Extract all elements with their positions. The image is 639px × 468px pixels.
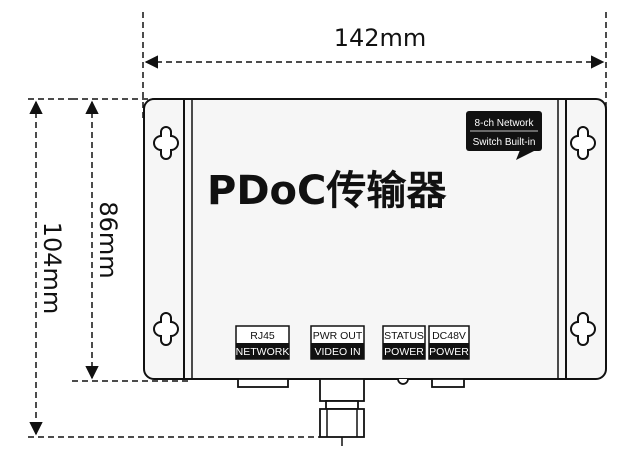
port-label-bottom: NETWORK (236, 346, 290, 358)
port-label-rj45: RJ45 NETWORK (235, 325, 290, 360)
feature-tag: 8-ch Network Switch Built-in (466, 111, 542, 160)
mount-slot-top-left (153, 126, 179, 160)
mount-slot-bottom-left (153, 312, 179, 346)
feature-tag-line1: 8-ch Network (475, 118, 535, 129)
status-led (397, 378, 409, 385)
port-label-bottom: POWER (384, 346, 424, 358)
height-outer-label: 104mm (38, 222, 66, 315)
height-inner-label: 86mm (94, 201, 122, 278)
device-body: PDoC传输器 8-ch Network Switch Built-in RJ4… (143, 98, 607, 380)
port-label-top: STATUS (384, 330, 424, 342)
width-label: 142mm (334, 24, 427, 52)
height-dimension-inner: 86mm (72, 98, 190, 382)
mount-slot-top-right (570, 126, 596, 160)
port-label-top: PWR OUT (313, 330, 363, 342)
port-label-status: STATUS POWER (382, 325, 426, 360)
feature-tag-line2: Switch Built-in (473, 137, 536, 148)
port-label-top: RJ45 (250, 330, 275, 342)
mount-slot-bottom-right (570, 312, 596, 346)
port-label-top: DC48V (432, 330, 466, 342)
bnc-connector (319, 378, 365, 446)
width-dimension: 142mm (142, 12, 607, 118)
height-dimension-outer: 104mm (28, 98, 320, 438)
rj45-connector (237, 378, 289, 388)
port-label-pwr-out: PWR OUT VIDEO IN (310, 325, 365, 360)
port-label-bottom: VIDEO IN (314, 346, 360, 358)
dc-power-jack (431, 378, 465, 388)
port-label-dc48v: DC48V POWER (428, 325, 470, 360)
port-label-bottom: POWER (429, 346, 469, 358)
device-title: PDoC传输器 (207, 168, 447, 214)
